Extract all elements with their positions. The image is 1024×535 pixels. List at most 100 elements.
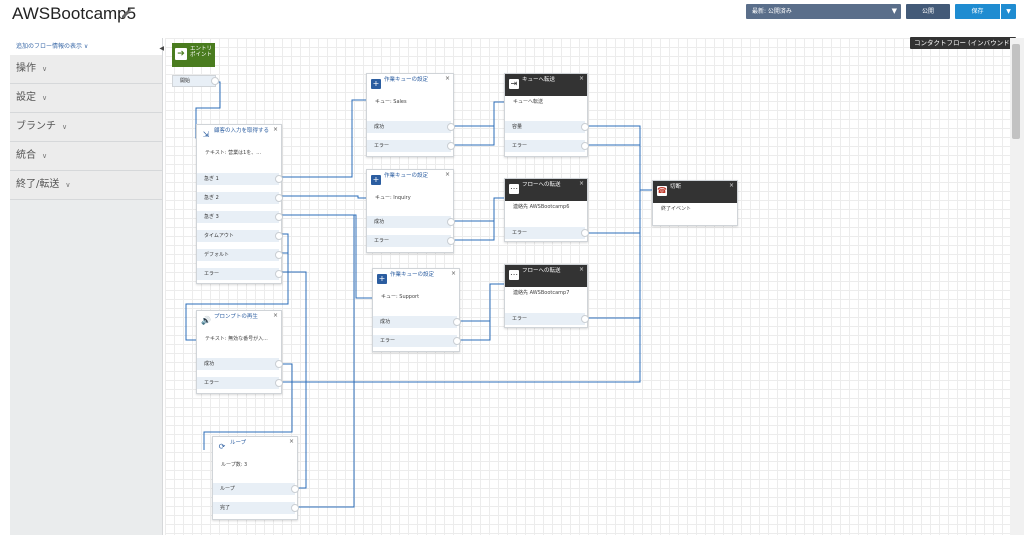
- output-port[interactable]: [453, 318, 461, 326]
- output-port[interactable]: [275, 379, 283, 387]
- output-port[interactable]: [275, 360, 283, 368]
- block-title: ループ: [230, 440, 247, 446]
- publish-button[interactable]: 公開: [906, 4, 950, 19]
- chevron-down-icon: ∨: [65, 181, 71, 189]
- sidebar-category-branch[interactable]: ブランチ∨: [10, 113, 162, 142]
- set-working-queue-support-block[interactable]: + 作業キューの設定 × キュー: Support 成功 エラー: [372, 268, 461, 352]
- output-port[interactable]: [581, 315, 589, 323]
- output-port[interactable]: [291, 504, 299, 512]
- output-port[interactable]: [275, 270, 283, 278]
- transfer-to-flow-6-block[interactable]: ⋯ フローへの転送 × 連絡先 AWSBootcamp6 エラー: [504, 178, 589, 242]
- version-select[interactable]: 最新: 公開済み ▼: [746, 4, 901, 19]
- branch-label: エラー: [512, 143, 528, 149]
- close-icon[interactable]: ×: [272, 312, 278, 319]
- sidebar-category-label: 終了/転送: [16, 179, 60, 190]
- block-title: 作業キューの設定: [384, 173, 429, 179]
- branch-row: 急ぎ 2: [197, 192, 283, 204]
- loop-arrows-icon: ⟳: [218, 442, 226, 451]
- collapse-panel-icon[interactable]: ◀: [159, 45, 164, 52]
- output-port[interactable]: [447, 237, 455, 245]
- block-title: 顧客の入力を取得する: [214, 128, 270, 134]
- block-title: フローへの転送: [522, 268, 561, 274]
- chevron-down-icon: ∨: [42, 152, 48, 160]
- sidebar-category-actions[interactable]: 操作∨: [10, 55, 162, 84]
- block-title: キューへ転送: [522, 77, 556, 83]
- save-dropdown-button[interactable]: ▼: [1001, 4, 1016, 19]
- chevron-down-icon: ▼: [891, 7, 897, 15]
- output-port[interactable]: [581, 142, 589, 150]
- entry-point-block[interactable]: ➔ エントリポイント: [172, 43, 215, 67]
- chevron-down-icon: ∨: [62, 123, 68, 131]
- branch-row: 成功: [367, 121, 455, 133]
- branch-label: 容量: [512, 124, 523, 130]
- block-title: プロンプトの再生: [214, 314, 258, 320]
- block-description: ループ数: 3: [221, 462, 248, 468]
- block-description: キュー: Sales: [375, 99, 407, 105]
- flow-transfer-icon: ⋯: [509, 270, 519, 280]
- disconnect-block[interactable]: ☎ 切断 × 終了イベント: [652, 180, 738, 226]
- close-icon[interactable]: ×: [444, 171, 450, 178]
- branch-label: デフォルト: [204, 252, 230, 258]
- show-flow-info-toggle[interactable]: 追加のフロー情報の表示 ∨ ◀: [10, 38, 164, 55]
- branch-label: エラー: [380, 338, 396, 344]
- show-flow-info-label: 追加のフロー情報の表示 ∨: [16, 43, 89, 50]
- queue-set-icon: +: [377, 274, 387, 284]
- version-select-value: 最新: 公開済み: [752, 8, 792, 15]
- transfer-to-queue-block[interactable]: ⇥ キューへ転送 × キューへ転送 容量 エラー: [504, 73, 589, 157]
- output-port[interactable]: [275, 194, 283, 202]
- output-port[interactable]: [211, 77, 219, 85]
- sidebar-category-terminate[interactable]: 終了/転送 ∨: [10, 171, 162, 200]
- output-port[interactable]: [447, 218, 455, 226]
- block-description: 終了イベント: [661, 206, 692, 212]
- branch-label: 成功: [374, 219, 385, 225]
- branch-label: 成功: [380, 319, 391, 325]
- get-customer-input-block[interactable]: ⇲ 顧客の入力を取得する × テキスト: 营業は1を、... 急ぎ 1 急ぎ 2…: [196, 124, 283, 284]
- branch-row: エラー: [197, 377, 283, 389]
- close-icon[interactable]: ×: [728, 182, 734, 189]
- branch-label: 成功: [204, 361, 215, 367]
- output-port[interactable]: [275, 232, 283, 240]
- transfer-to-flow-7-block[interactable]: ⋯ フローへの転送 × 連絡先 AWSBootcamp7 エラー: [504, 264, 589, 328]
- block-description: 連絡先 AWSBootcamp7: [513, 290, 570, 296]
- branch-row: 成功: [367, 216, 455, 228]
- output-port[interactable]: [447, 123, 455, 131]
- close-icon[interactable]: ×: [578, 75, 584, 82]
- output-port[interactable]: [291, 485, 299, 493]
- output-port[interactable]: [581, 229, 589, 237]
- block-library-sidebar: 追加のフロー情報の表示 ∨ ◀ 操作∨ 設定∨ ブランチ∨ 統合∨ 終了/転送 ∨: [10, 38, 164, 535]
- arrow-right-icon: ➔: [175, 48, 187, 60]
- pencil-edit-icon[interactable]: [119, 6, 133, 20]
- branch-label: エラー: [204, 271, 220, 277]
- output-port[interactable]: [275, 213, 283, 221]
- output-port[interactable]: [447, 142, 455, 150]
- speaker-icon: 🔊: [201, 316, 211, 325]
- branch-row: タイムアウト: [197, 230, 283, 242]
- branch-label: 急ぎ 3: [204, 214, 219, 220]
- branch-label: 成功: [374, 124, 385, 130]
- sidebar-category-integrate[interactable]: 統合∨: [10, 142, 162, 171]
- close-icon[interactable]: ×: [450, 270, 456, 277]
- branch-row: エラー: [505, 140, 589, 152]
- close-icon[interactable]: ×: [578, 180, 584, 187]
- output-port[interactable]: [275, 175, 283, 183]
- loop-block[interactable]: ⟳ ループ × ループ数: 3 ループ 完了: [212, 436, 299, 520]
- entry-point-title: エントリポイント: [190, 46, 213, 58]
- scrollbar-thumb[interactable]: [1012, 44, 1020, 139]
- branch-label: エラー: [374, 238, 390, 244]
- output-port[interactable]: [453, 337, 461, 345]
- output-port[interactable]: [275, 251, 283, 259]
- save-button[interactable]: 保存: [955, 4, 1000, 19]
- close-icon[interactable]: ×: [288, 438, 294, 445]
- set-working-queue-sales-block[interactable]: + 作業キューの設定 × キュー: Sales 成功 エラー: [366, 73, 455, 157]
- close-icon[interactable]: ×: [578, 266, 584, 273]
- sidebar-category-settings[interactable]: 設定∨: [10, 84, 162, 113]
- play-prompt-block[interactable]: 🔊 プロンプトの再生 × テキスト: 無効な番号が入... 成功 エラー: [196, 310, 283, 394]
- branch-row: 完了: [213, 502, 299, 514]
- branch-label: 完了: [220, 505, 231, 511]
- canvas-scrollbar[interactable]: [1010, 38, 1024, 535]
- output-port[interactable]: [581, 123, 589, 131]
- set-working-queue-inquiry-block[interactable]: + 作業キューの設定 × キュー: Inquiry 成功 エラー: [366, 169, 455, 253]
- branch-row: ループ: [213, 483, 299, 495]
- close-icon[interactable]: ×: [444, 75, 450, 82]
- close-icon[interactable]: ×: [272, 126, 278, 133]
